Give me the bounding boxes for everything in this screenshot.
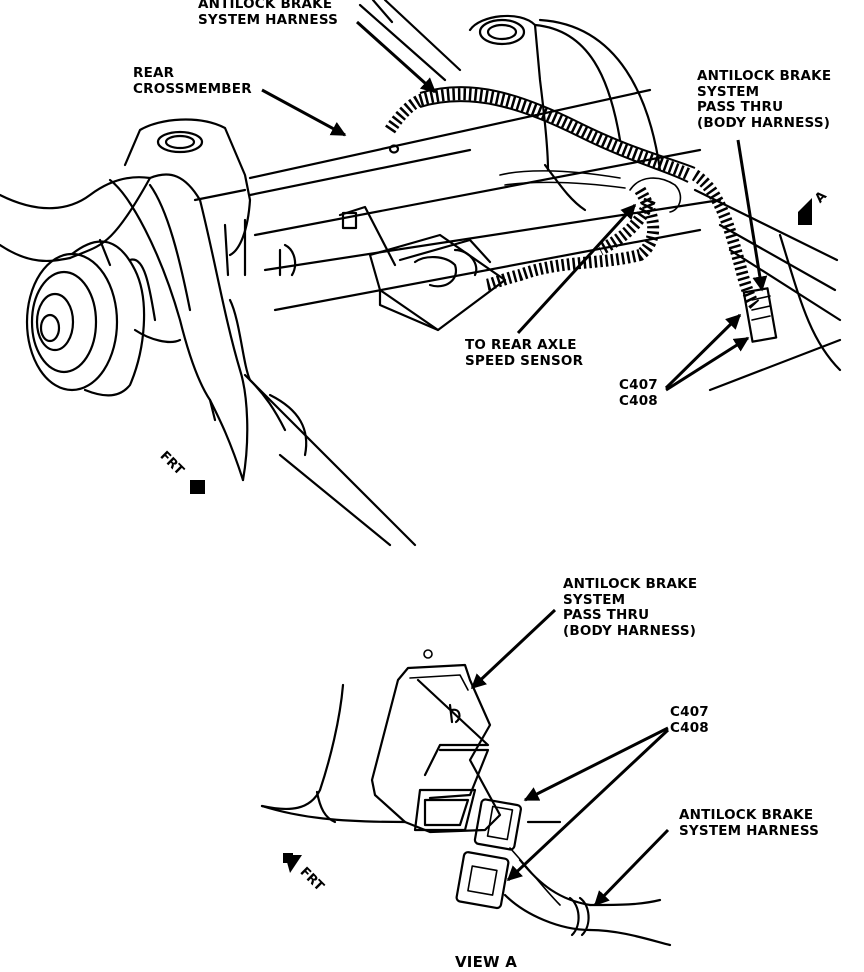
arrow-detail-c408 [506,728,670,882]
view-a-caption: VIEW A [455,953,518,971]
label-rear-axle-sensor: TO REAR AXLE SPEED SENSOR [465,337,584,369]
detail-callouts [470,608,670,907]
label-line: ANTILOCK BRAKE [679,807,814,823]
front-direction-icon [190,480,205,494]
label-line: CROSSMEMBER [133,80,252,97]
arrow-c407 [664,313,742,390]
arrow-abs-harness [355,20,437,94]
detail-harness [503,858,672,947]
bushing [25,238,182,397]
label-line: (BODY HARNESS) [563,622,697,639]
detail-front-direction-icon [283,853,302,873]
trailing-arm [68,173,308,482]
label-line: ANTILOCK BRAKE [198,0,333,12]
label-line: PASS THRU [697,99,784,115]
label-line: REAR [133,65,175,81]
label-line: SYSTEM [563,591,626,608]
arrow-detail-c407 [523,726,669,802]
label-line: SPEED SENSOR [465,352,584,369]
pass-thru-grommet [370,649,502,834]
label-detail-pass-thru: ANTILOCK BRAKE SYSTEM PASS THRU (BODY HA… [563,576,698,639]
arrow-c408 [665,336,750,392]
label-detail-abs-harness: ANTILOCK BRAKE SYSTEM HARNESS [679,807,820,839]
rear-crossmember [123,14,722,312]
arrow-rear-axle-sensor [516,203,637,335]
label-line: TO REAR AXLE [465,337,577,353]
label-line: PASS THRU [563,607,650,623]
label-line: (BODY HARNESS) [697,114,831,131]
label-line: C408 [619,392,658,409]
arrow-detail-pass-thru [470,608,557,690]
label-line: C407 [670,704,709,720]
label-rear-crossmember: REAR CROSSMEMBER [133,65,252,97]
arrow-pass-thru [736,139,768,292]
arrow-rear-crossmember [261,88,347,137]
label-detail-connectors: C407 C408 [670,704,709,736]
view-a-marker-icon [798,198,812,225]
arrow-detail-abs-harness [593,828,670,907]
label-line: ANTILOCK BRAKE [563,576,698,592]
detail-view-a [260,608,672,947]
label-line: SYSTEM [697,83,760,100]
main-view [0,0,842,547]
label-abs-harness: ANTILOCK BRAKE SYSTEM HARNESS [198,0,338,28]
label-line: ANTILOCK BRAKE [697,68,832,84]
abs-module-bracket [368,233,507,332]
main-callouts [261,20,768,392]
detail-connectors [455,798,561,910]
label-line: C407 [619,377,658,393]
label-connectors: C407 C408 [619,377,658,409]
label-pass-thru: ANTILOCK BRAKE SYSTEM PASS THRU (BODY HA… [697,68,832,131]
body-frame [0,0,842,547]
label-line: SYSTEM HARNESS [198,11,339,28]
label-line: C408 [670,719,709,736]
body-panel [260,683,562,824]
abs-harness [385,86,778,343]
label-line: SYSTEM HARNESS [679,822,820,839]
